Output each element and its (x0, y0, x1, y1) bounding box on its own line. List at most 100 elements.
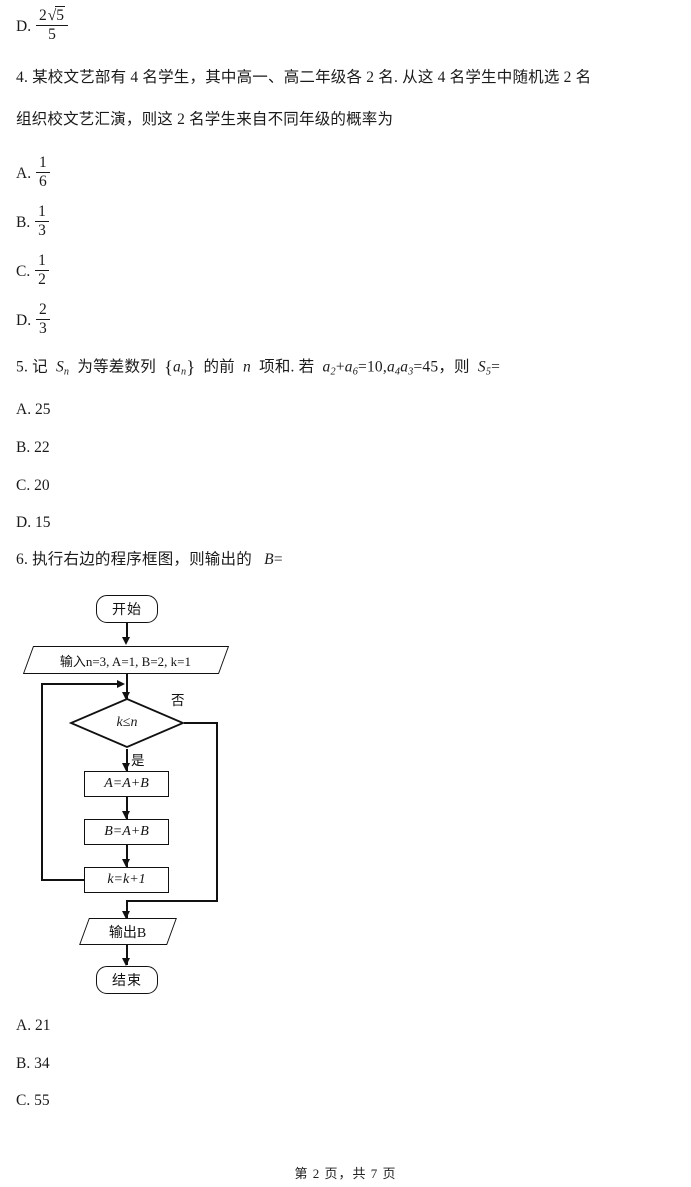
fraction-denominator: 3 (38, 222, 46, 240)
option-label: B. (16, 213, 31, 231)
flowchart-process-node-1: A=A+B (84, 771, 169, 797)
q6-text: 6. 执行右边的程序框图，则输出的 (16, 551, 252, 568)
question-4-option-c: C. 1 2 (16, 252, 50, 289)
q5-a2-subscript: 2 (330, 366, 336, 378)
q5-a4: a (386, 358, 395, 376)
q6-var-B: B (264, 551, 274, 568)
process-3-expression: k=k+1 (107, 872, 146, 887)
option-fraction: 1 3 (35, 203, 49, 240)
carryover-option-d: D. 2√5 5 (16, 6, 69, 44)
q5-var-S-subscript: n (63, 366, 70, 378)
q5-text-4: 项和. 若 (259, 358, 315, 376)
option-label: B. (16, 1055, 31, 1072)
q5-text-3: 的前 (203, 358, 235, 376)
connector-loop-horizontal-top (41, 683, 123, 685)
connector-no-vertical (216, 722, 218, 902)
option-fraction: 1 2 (35, 252, 49, 289)
option-value: 20 (34, 477, 50, 494)
question-4-option-a: A. 1 6 (16, 154, 51, 191)
q5-seq-a-subscript: n (181, 366, 187, 378)
q5-a4-subscript: 4 (394, 366, 401, 378)
q5-then: ，则 (438, 358, 470, 376)
question-5-stem: 5. 记 Sn 为等差数列 {an} 的前 n 项和. 若 a2+a6=10,a… (16, 358, 500, 378)
arrow-input-to-decision-icon (122, 692, 130, 700)
fraction-numerator: 2 (35, 301, 50, 321)
radical-expression: √5 (47, 6, 65, 24)
q5-result-equals: = (491, 358, 501, 376)
question-5-option-c: C. 20 (16, 477, 50, 495)
fraction-denominator: 3 (38, 320, 47, 338)
q5-var-S: S (55, 358, 64, 376)
question-6-option-c: C. 55 (16, 1092, 50, 1110)
q5-var-n: n (243, 358, 251, 376)
option-value: 25 (34, 401, 51, 418)
arrow-process2-to-process3-icon (122, 859, 130, 867)
option-value: 21 (34, 1017, 51, 1034)
question-4-option-b: B. 1 3 (16, 203, 50, 240)
q5-brace-close: } (186, 357, 196, 377)
flowchart-branch-yes-label: 是 (131, 753, 145, 768)
fraction-denominator: 6 (38, 173, 47, 191)
question-4-stem-line-2: 组织校文艺汇演，则这 2 名学生来自不同年级的概率为 (16, 111, 394, 128)
decision-condition: k≤n (116, 715, 138, 730)
option-label: A. (16, 401, 32, 418)
connector-output-to-end (126, 945, 128, 965)
q5-a6: a (344, 358, 353, 376)
process-2-expression: B=A+B (104, 824, 149, 839)
q5-text-2: 为等差数列 (77, 358, 156, 376)
option-value: 55 (34, 1092, 50, 1109)
program-flowchart: 开始 输入n=3, A=1, B=2, k=1 k≤n 否 是 (0, 585, 300, 1010)
option-label: D. (16, 17, 32, 35)
fraction-numerator: 1 (35, 252, 49, 272)
question-6-option-a: A. 21 (16, 1017, 50, 1035)
numerator-coefficient: 2 (38, 7, 47, 24)
arrow-to-output-icon (122, 911, 130, 919)
option-label: C. (16, 262, 31, 280)
q5-equals-10: =10, (358, 358, 387, 376)
radicand: 5 (55, 6, 65, 24)
question-6-stem: 6. 执行右边的程序框图，则输出的 B= (16, 552, 283, 568)
option-label: A. (16, 164, 32, 182)
arrow-start-to-input-icon (122, 637, 130, 645)
option-label: B. (16, 439, 31, 456)
flowchart-branch-no-label: 否 (171, 693, 185, 708)
page-footer: 第 2 页，共 7 页 (294, 1166, 397, 1181)
question-4-stem-line-1: 4. 某校文艺部有 4 名学生，其中高一、高二年级各 2 名. 从这 4 名学生… (16, 69, 592, 86)
flowchart-end-node: 结束 (96, 966, 158, 994)
q5-a3-subscript: 3 (408, 366, 414, 378)
q5-a6-subscript: 6 (352, 366, 359, 378)
question-5-option-a: A. 25 (16, 401, 50, 419)
option-label: D. (16, 514, 32, 531)
q5-result-S: S (477, 358, 486, 376)
fraction-denominator: 2 (38, 271, 46, 289)
fraction-numerator: 2√5 (35, 6, 68, 27)
process-1-expression: A=A+B (104, 776, 149, 791)
option-value: 22 (34, 439, 50, 456)
connector-to-output (126, 900, 128, 918)
option-value: 15 (34, 514, 51, 531)
arrow-output-to-end-icon (122, 958, 130, 966)
option-value: 34 (34, 1055, 50, 1072)
q6-equals: = (273, 551, 283, 568)
flowchart-decision-label: k≤n (69, 697, 185, 749)
flowchart-start-node: 开始 (96, 595, 158, 623)
q5-equals-45: =45 (413, 358, 439, 376)
arrow-process1-to-process2-icon (122, 811, 130, 819)
connector-start-to-input (126, 623, 128, 639)
connector-loop-vertical (41, 683, 43, 881)
flowchart-decision-node: k≤n (69, 697, 185, 749)
flowchart-process-node-2: B=A+B (84, 819, 169, 845)
fraction-denominator: 5 (48, 26, 56, 44)
fraction-2sqrt5-over-5: 2√5 5 (35, 6, 68, 44)
option-fraction: 2 3 (35, 301, 50, 338)
arrow-decision-to-process1-icon (122, 763, 130, 771)
connector-process2-to-process3 (126, 845, 128, 867)
option-fraction: 1 6 (35, 154, 50, 191)
q5-result-S-subscript: 5 (485, 366, 492, 378)
option-label: D. (16, 311, 32, 329)
radical-sign-icon: √ (47, 7, 57, 24)
q5-brace-open: { (164, 357, 174, 377)
q5-a3: a (400, 358, 409, 376)
connector-process1-to-process2 (126, 797, 128, 819)
